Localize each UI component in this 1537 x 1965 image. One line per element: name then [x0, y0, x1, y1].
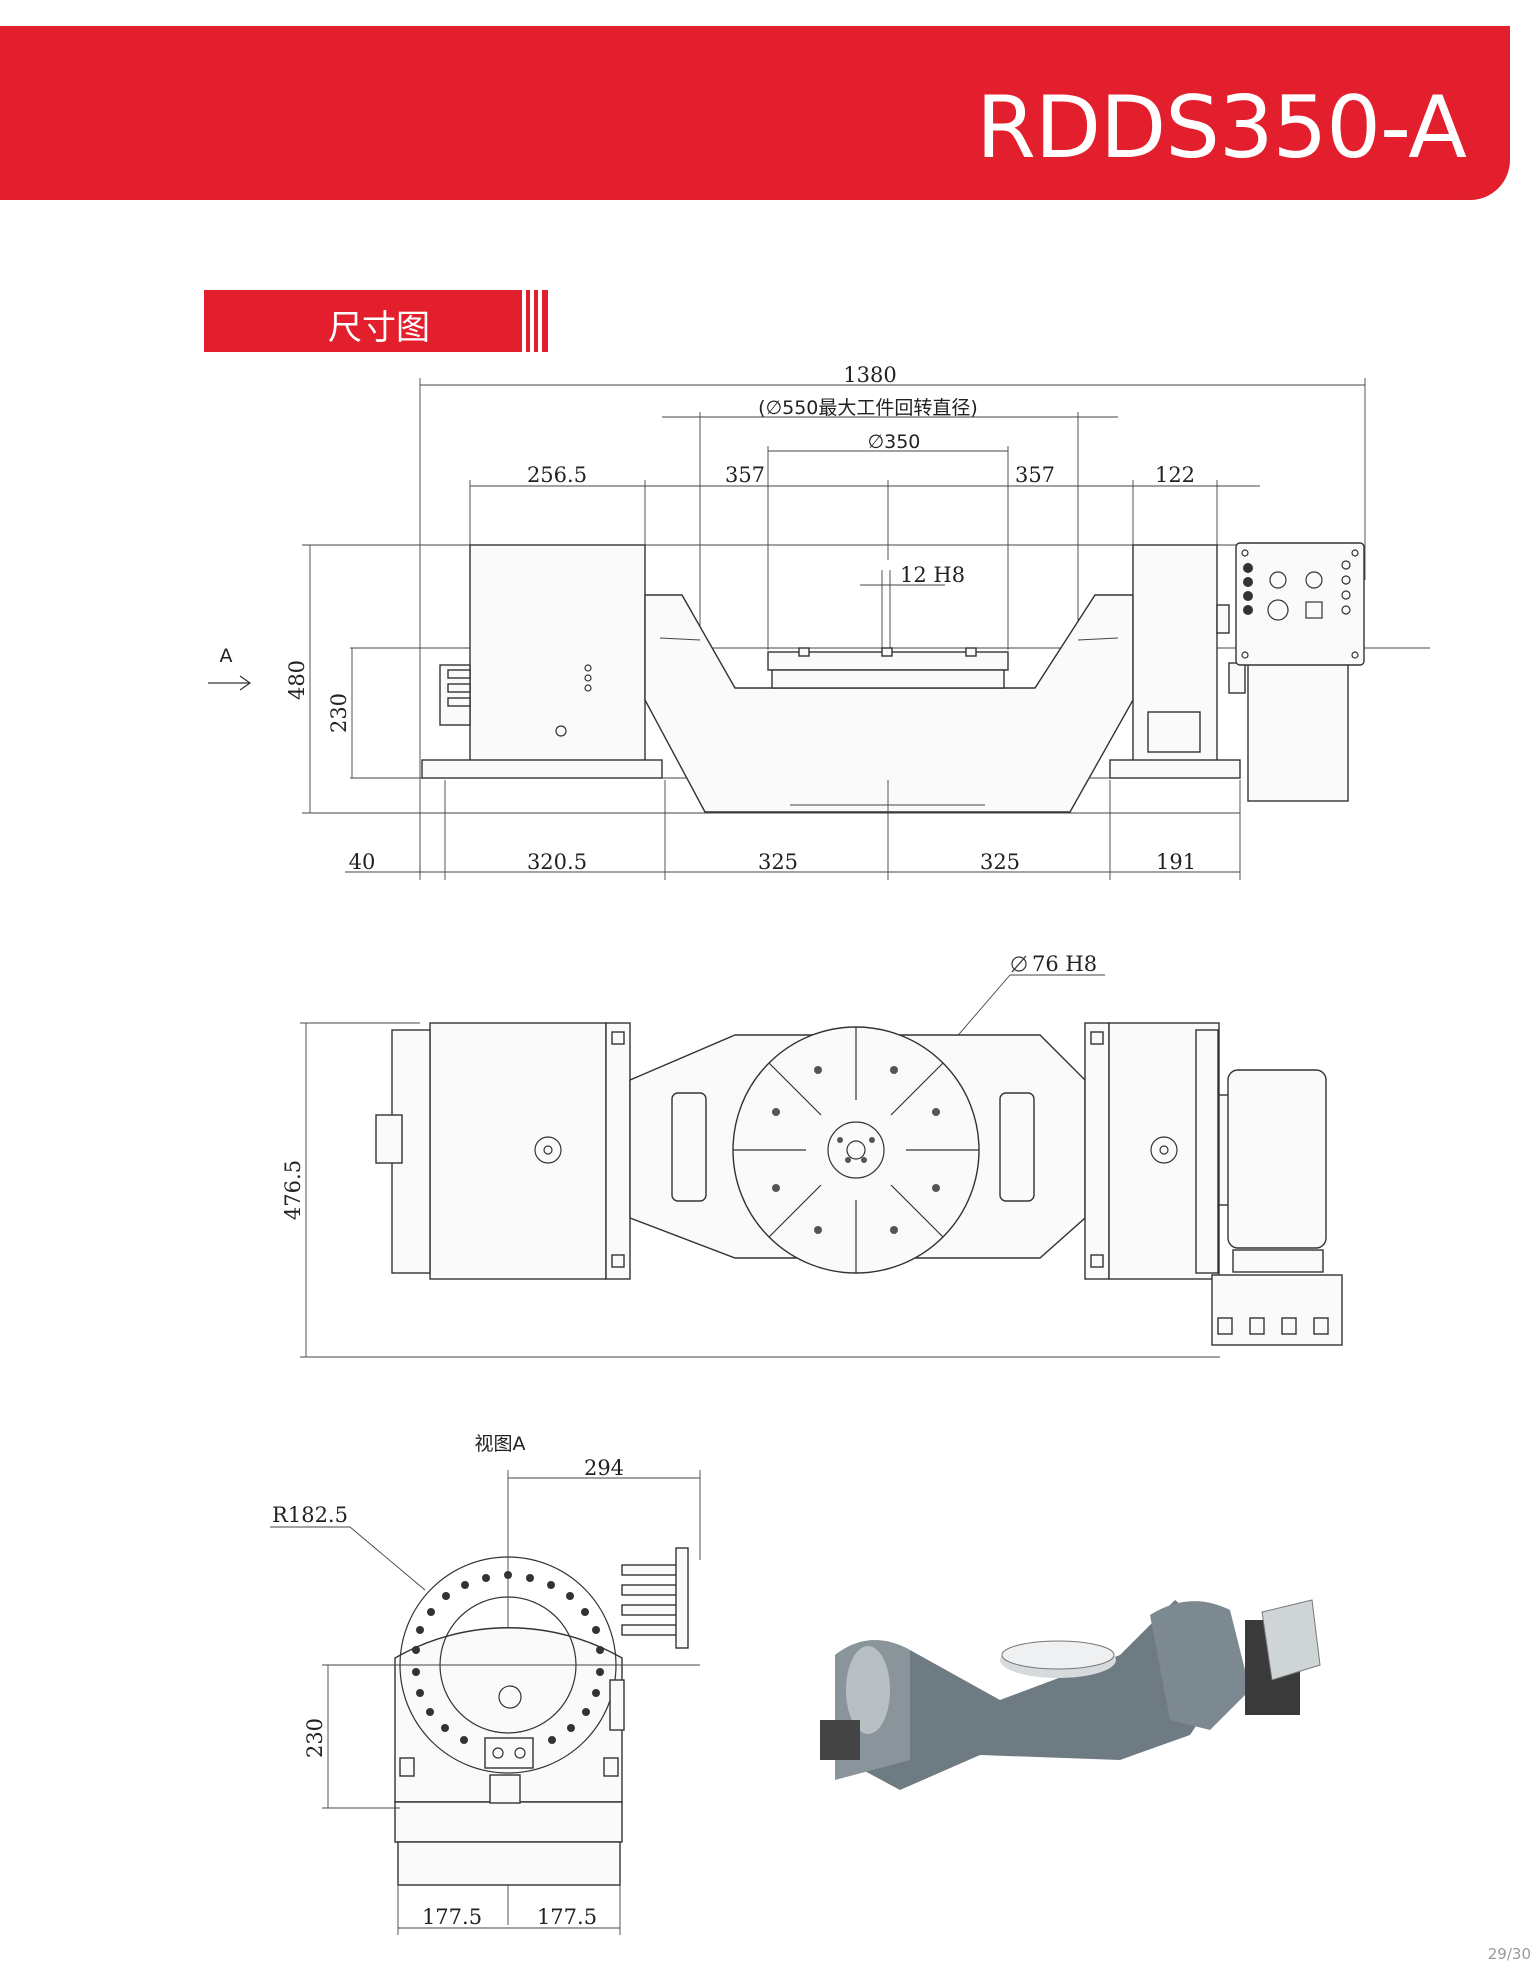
- dim-top-3: 357: [1015, 463, 1055, 487]
- dim-bottom-1: 40: [349, 850, 376, 874]
- stripe-decoration: [522, 290, 526, 352]
- dim-center-height: 230: [327, 693, 351, 733]
- dim-table-diameter: ∅350: [868, 431, 921, 453]
- front-view: 1380 (∅550最大工件回转直径) ∅350 256.5 357 357 1…: [208, 363, 1430, 880]
- section-header: 尺寸图: [204, 290, 548, 352]
- dim-bottom-5: 191: [1156, 850, 1196, 874]
- dim-height: 480: [285, 660, 309, 700]
- bolt-circle: [412, 1571, 604, 1744]
- left-connectors: [447, 664, 592, 737]
- dim-half-width-left: 177.5: [422, 1905, 482, 1929]
- side-view-title: 视图A: [475, 1433, 526, 1455]
- dim-offset: 294: [584, 1456, 624, 1480]
- stripe-decoration: [538, 290, 542, 352]
- table-slots: [733, 1027, 979, 1273]
- connector-plate: [1235, 542, 1365, 666]
- side-view: 视图A 294 R182.5: [270, 1433, 701, 1935]
- header-banner: RDDS350-A: [0, 26, 1510, 200]
- dim-top-2: 357: [725, 463, 765, 487]
- dim-side-center-height: 230: [303, 1718, 327, 1758]
- dim-top-4: 122: [1155, 463, 1195, 487]
- table-holes: [772, 1066, 940, 1234]
- dim-top-1: 256.5: [527, 463, 587, 487]
- page-number: 29/30: [1487, 1945, 1531, 1963]
- dim-radius: R182.5: [272, 1503, 348, 1527]
- dim-bottom-3: 325: [758, 850, 798, 874]
- view-arrow-label: A: [220, 645, 233, 667]
- dim-depth: 476.5: [281, 1160, 305, 1220]
- dim-half-width-right: 177.5: [537, 1905, 597, 1929]
- top-view: 476.5 76 H8: [281, 952, 1343, 1358]
- dim-slot: 12 H8: [900, 563, 965, 587]
- dim-bore: 76 H8: [1032, 952, 1097, 976]
- dim-max-swing: (∅550最大工件回转直径): [758, 397, 978, 419]
- dim-bottom-4: 325: [980, 850, 1020, 874]
- side-connectors: [609, 1547, 689, 1731]
- dim-overall-width: 1380: [843, 363, 896, 387]
- dim-bottom-2: 320.5: [527, 850, 587, 874]
- product-render: [820, 1599, 1321, 1790]
- model-title: RDDS350-A: [976, 78, 1467, 178]
- section-title: 尺寸图: [328, 308, 430, 348]
- stripe-decoration: [530, 290, 534, 352]
